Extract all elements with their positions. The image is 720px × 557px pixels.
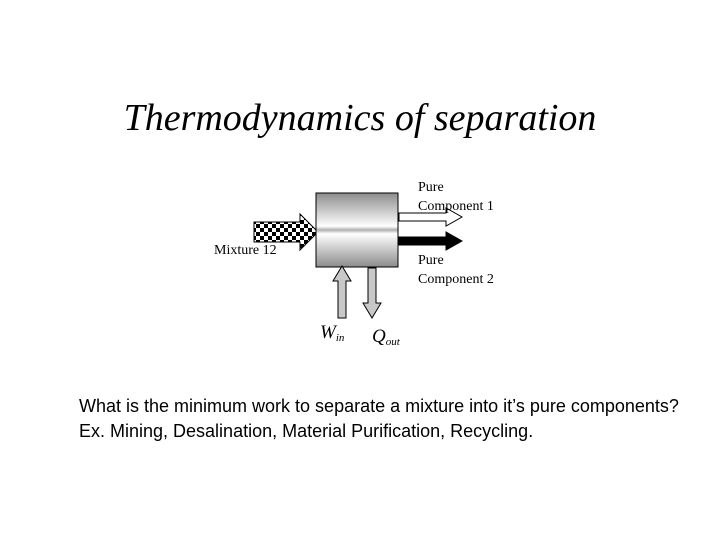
pure-component-2-label-line1: Pure bbox=[418, 253, 444, 268]
heat-subscript: out bbox=[385, 336, 400, 348]
pure-component-1-label: Pure Component 1 bbox=[418, 178, 494, 216]
heat-symbol: Q bbox=[372, 326, 386, 347]
mixture-input-arrow bbox=[253, 212, 319, 252]
work-in-label: Win bbox=[320, 322, 344, 344]
work-symbol: W bbox=[320, 322, 336, 343]
pure-component-2-label-line2: Component 2 bbox=[418, 272, 494, 287]
pure-component-2-arrow bbox=[398, 231, 464, 251]
work-subscript: in bbox=[335, 332, 345, 344]
pure-component-1-arrow bbox=[398, 207, 464, 227]
pure-component-1-label-line1: Pure bbox=[418, 180, 444, 195]
question-text: What is the minimum work to separate a m… bbox=[79, 396, 679, 441]
pure-component-1-label-line2: Component 1 bbox=[418, 199, 494, 214]
slide-title: Thermodynamics of separation bbox=[123, 97, 597, 139]
heat-out-label: Qout bbox=[372, 326, 400, 348]
separator-unit bbox=[315, 192, 399, 268]
work-in-arrow bbox=[332, 265, 352, 319]
pure-component-2-label: Pure Component 2 bbox=[418, 251, 494, 289]
heat-out-arrow bbox=[362, 267, 382, 319]
mixture-label: Mixture 12 bbox=[214, 243, 277, 258]
